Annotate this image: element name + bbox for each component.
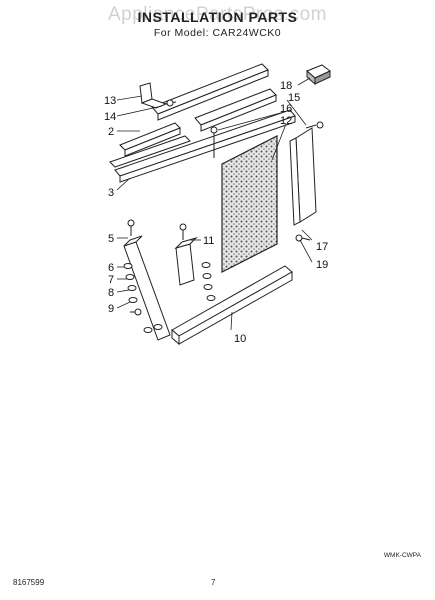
callout-6: 6 (108, 262, 114, 274)
callout-16: 16 (280, 103, 292, 115)
screw-part-5 (127, 219, 135, 236)
drawing-code: WMK-CWPA (383, 552, 421, 559)
callout-7: 7 (108, 274, 114, 286)
block-part-18 (306, 64, 331, 86)
leg-bracket-left (123, 235, 171, 341)
top-rail (151, 63, 277, 132)
callout-18: 18 (280, 80, 292, 92)
bracket-part-13 (139, 82, 168, 109)
rail-part-2 (119, 122, 181, 157)
callout-19: 19 (316, 259, 328, 271)
foam-panel-part-12 (221, 135, 278, 273)
callout-15: 15 (288, 92, 300, 104)
callout-5: 5 (108, 233, 114, 245)
callout-3: 3 (108, 187, 114, 199)
callout-14: 14 (104, 111, 116, 123)
callout-9: 9 (108, 303, 114, 315)
washers-parts-6-9 (123, 263, 138, 303)
callout-labels: 13 14 2 3 5 6 7 8 9 11 10 18 15 16 12 17… (104, 80, 328, 345)
callout-12: 12 (280, 115, 292, 127)
screw-part-15 (305, 121, 324, 129)
bottom-rail-part-10 (171, 265, 293, 346)
screw-part-14 (163, 99, 177, 107)
bottom-screws (130, 308, 163, 333)
page-number: 7 (211, 578, 216, 587)
callout-11: 11 (203, 235, 214, 247)
callout-13: 13 (104, 95, 116, 107)
screw-part-16 (210, 126, 218, 158)
document-number: 8167599 (13, 578, 45, 587)
washers-right (201, 262, 216, 301)
side-channel-part-17 (289, 127, 317, 226)
callout-2: 2 (108, 126, 114, 138)
callout-17: 17 (316, 241, 328, 253)
model-subtitle: For Model: CAR24WCK0 (153, 27, 282, 39)
page-title: INSTALLATION PARTS (137, 9, 298, 25)
callout-10: 10 (234, 333, 246, 345)
leader-lines (116, 77, 313, 331)
bracket-part-11 (174, 236, 198, 286)
rail-part-3 (109, 109, 296, 183)
screw-part-19 (295, 234, 311, 242)
callout-8: 8 (108, 287, 114, 299)
screw-part-11 (179, 223, 187, 240)
